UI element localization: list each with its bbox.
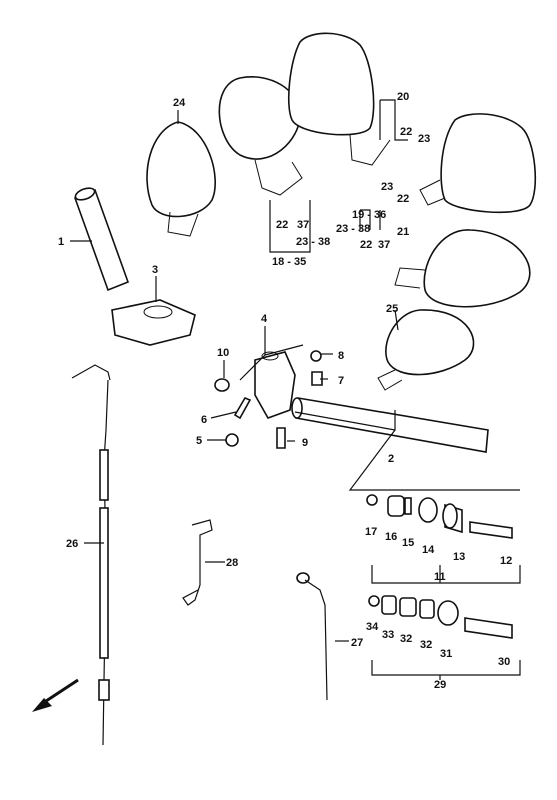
callout-1: 1 bbox=[58, 236, 64, 248]
callout-20: 20 bbox=[397, 91, 409, 103]
callout-10: 10 bbox=[217, 347, 229, 359]
callout-28: 28 bbox=[226, 557, 238, 569]
callout-23-38b: 23 - 38 bbox=[336, 223, 370, 235]
callout-22b: 22 bbox=[397, 193, 409, 205]
callout-26: 26 bbox=[66, 538, 78, 550]
callout-9: 9 bbox=[302, 437, 308, 449]
grip-assembly-29 bbox=[368, 595, 513, 639]
callout-11: 11 bbox=[434, 571, 446, 583]
callout-19-36: 19 - 36 bbox=[352, 209, 386, 221]
mirror-18-35 bbox=[218, 76, 303, 196]
callout-30: 30 bbox=[498, 656, 510, 668]
grip-assembly-11 bbox=[366, 494, 513, 539]
mirror-21 bbox=[419, 113, 537, 214]
callout-23b: 23 bbox=[381, 181, 393, 193]
callout-16: 16 bbox=[385, 531, 397, 543]
callout-25: 25 bbox=[386, 303, 398, 315]
callout-22a: 22 bbox=[400, 126, 412, 138]
callout-32b: 32 bbox=[420, 639, 432, 651]
callout-24: 24 bbox=[173, 97, 186, 109]
callout-22c: 22 bbox=[276, 219, 288, 231]
callout-18-35: 18 - 35 bbox=[272, 256, 306, 268]
callout-23a: 23 bbox=[418, 133, 430, 145]
mirror-20 bbox=[287, 32, 391, 166]
callout-2: 2 bbox=[388, 453, 394, 465]
callout-14: 14 bbox=[422, 544, 435, 556]
callout-8: 8 bbox=[338, 350, 344, 362]
callout-6: 6 bbox=[201, 414, 207, 426]
callout-13: 13 bbox=[453, 551, 465, 563]
callout-32a: 32 bbox=[400, 633, 412, 645]
callout-34: 34 bbox=[366, 621, 379, 633]
mirror-19-36 bbox=[394, 229, 531, 308]
front-direction-arrow-icon bbox=[32, 678, 79, 712]
washer-5 bbox=[225, 433, 239, 447]
spring-27 bbox=[296, 572, 328, 701]
callout-5: 5 bbox=[196, 435, 202, 447]
callout-27: 27 bbox=[351, 637, 363, 649]
callout-29: 29 bbox=[434, 679, 446, 691]
handlebar-1 bbox=[73, 187, 130, 292]
mirror-25 bbox=[377, 309, 475, 391]
callout-37b: 37 bbox=[378, 239, 390, 251]
mirror-24 bbox=[146, 121, 216, 237]
callout-22d: 22 bbox=[360, 239, 372, 251]
callout-33: 33 bbox=[382, 629, 394, 641]
callout-4: 4 bbox=[261, 313, 268, 325]
callout-23-38a: 23 - 38 bbox=[296, 236, 330, 248]
holder-3 bbox=[111, 299, 196, 346]
holder-4 bbox=[254, 351, 296, 419]
callout-21: 21 bbox=[397, 226, 409, 238]
handlebar-2 bbox=[291, 397, 489, 453]
bolt-9 bbox=[276, 427, 286, 449]
callout-12: 12 bbox=[500, 555, 512, 567]
nut-8 bbox=[310, 350, 322, 362]
cap-10 bbox=[214, 378, 230, 392]
callout-15: 15 bbox=[402, 537, 414, 549]
callout-31: 31 bbox=[440, 648, 452, 660]
leader-lines bbox=[70, 99, 521, 680]
clamp-28 bbox=[182, 519, 213, 606]
callout-17: 17 bbox=[365, 526, 377, 538]
callout-labels: 1 2 3 4 5 6 7 8 9 10 11 12 13 14 15 16 1… bbox=[58, 91, 512, 691]
callout-7: 7 bbox=[338, 375, 344, 387]
bolt-6 bbox=[233, 397, 252, 420]
callout-37a: 37 bbox=[297, 219, 309, 231]
callout-3: 3 bbox=[152, 264, 158, 276]
cable-26 bbox=[71, 364, 111, 746]
bolt-7 bbox=[311, 371, 323, 386]
